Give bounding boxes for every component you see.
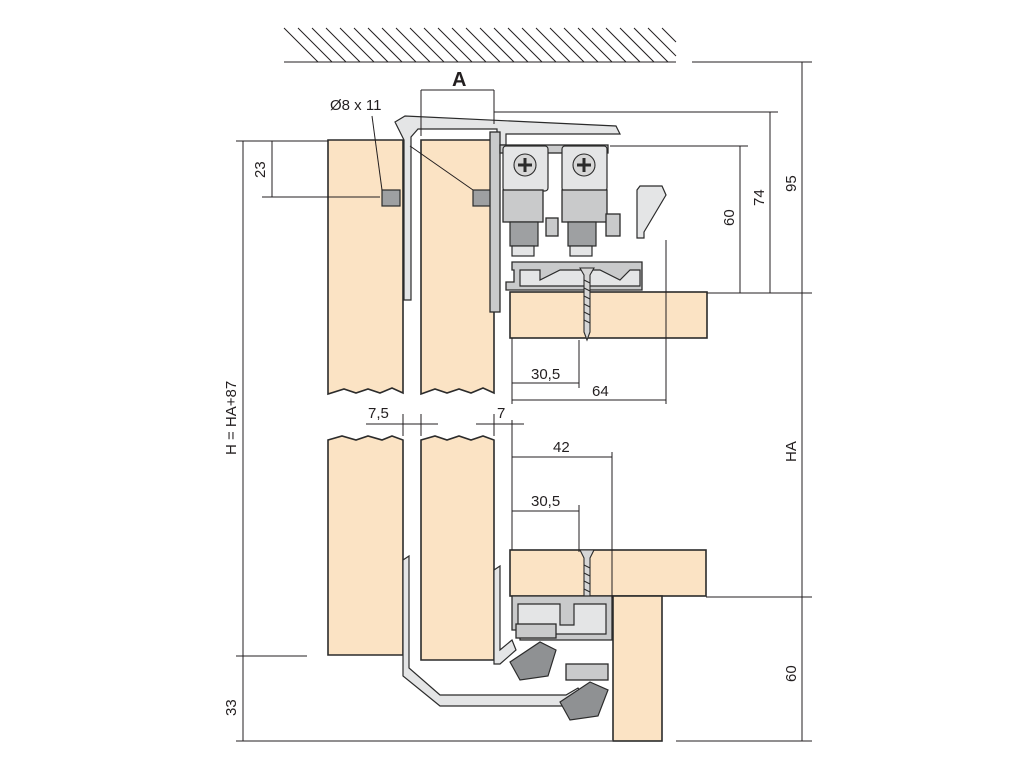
hatch-line [451,27,487,63]
top-mounting-screw [579,267,595,342]
dim-label-7-5: 7,5 [368,405,389,422]
dim-label-60-bottom: 60 [783,665,800,682]
running-gear-housing [499,144,609,154]
hatch-line [619,27,655,63]
hatch-line [647,27,677,57]
hatch-line [661,27,677,43]
dim-label-74: 74 [751,189,768,206]
hatch-line [381,27,417,63]
bottom-bracket [402,554,587,707]
ceiling-hatch [283,27,677,63]
ha-label: HA [783,441,800,462]
dim-label-a: A [452,69,466,91]
door-panel-rear-top [420,139,495,396]
hatch-line [507,27,543,63]
bottom-bracket-rear [493,564,517,665]
hatch-line [325,27,361,63]
hatch-line [605,27,641,63]
hole-label: Ø8 x 11 [330,97,381,114]
hatch-line [563,27,599,63]
hatch-line [367,27,403,63]
dim-label-64: 64 [592,383,609,400]
bracket-side-strip [489,131,501,313]
door-panel-front-bottom [327,435,404,656]
hatch-line [409,27,445,63]
hatch-line [591,27,627,63]
hatch-line [437,27,473,63]
dim-label-33: 33 [223,699,240,716]
guide-clip [636,185,667,239]
hole-pin-front [381,189,401,207]
dim-label-7: 7 [497,405,505,422]
bottom-roller-right [559,663,609,721]
adjuster-knob-right [605,213,621,237]
hole-pin-rear [472,189,492,207]
hatch-line [535,27,571,63]
top-mounting-board [509,291,708,339]
dim-label-95: 95 [783,175,800,192]
bottom-roller-left [509,623,557,681]
adjuster-knob-left [545,217,559,237]
hatch-line [577,27,613,63]
hatch-line [521,27,557,63]
hatch-line [465,27,501,63]
top-track-inner [519,269,641,287]
hatch-line [493,27,529,63]
height-formula-label: H = HA+87 [223,381,240,455]
hatch-line [297,27,333,63]
dim-label-30-5-bottom: 30,5 [531,493,560,510]
bottom-mounting-board [509,549,707,597]
door-panel-rear-bottom [420,435,495,661]
hatch-line [549,27,585,63]
hatch-line [395,27,431,63]
hatch-line [479,27,515,63]
hatch-line [353,27,389,63]
hatch-line [283,27,319,63]
dim-label-30-5-top: 30,5 [531,366,560,383]
side-mounting-board [612,595,663,742]
hatch-line [339,27,375,63]
door-panel-front-top [327,139,404,396]
carriage-right [561,145,608,257]
dim-label-42: 42 [553,439,570,456]
carriage-left [502,145,549,257]
hatch-line [423,27,459,63]
dim-label-60-top: 60 [721,209,738,226]
dim-label-23: 23 [252,161,269,178]
hatch-line [633,27,669,63]
hatch-line [311,27,347,63]
